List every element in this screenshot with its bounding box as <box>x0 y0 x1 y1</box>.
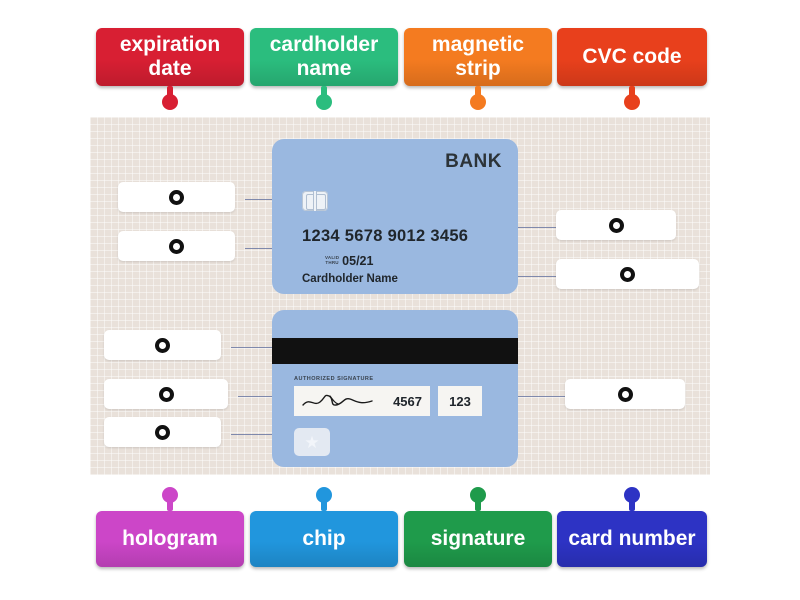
expiry-date-text: 05/21 <box>342 254 374 268</box>
tile-pin <box>470 487 486 511</box>
blank-cardnumber[interactable] <box>556 210 676 240</box>
tile-label: cardholder name <box>269 33 379 80</box>
tile-pin <box>316 86 332 110</box>
tile-label: magnetic strip <box>431 33 525 80</box>
tile-label: expiration date <box>119 33 221 80</box>
tile-pin <box>162 86 178 110</box>
bank-logo-text: BANK <box>445 151 502 172</box>
cvc-digits-text: 123 <box>449 393 471 409</box>
blank-expiration[interactable] <box>118 231 235 261</box>
valid-thru-block: VALID THRU 05/21 <box>325 254 373 268</box>
credit-card-front: BANK 1234 5678 9012 3456 VALID THRU 05/2… <box>272 139 518 294</box>
card-number-text: 1234 5678 9012 3456 <box>302 227 469 245</box>
tile-magnetic-strip[interactable]: magnetic strip <box>404 28 552 110</box>
hologram-icon: ★ <box>294 428 330 456</box>
tile-pin <box>470 86 486 110</box>
drop-target-ring-icon <box>155 337 170 353</box>
tile-hologram[interactable]: hologram <box>96 487 244 567</box>
blank-cvc[interactable] <box>565 379 685 409</box>
blank-chip[interactable] <box>118 182 235 212</box>
tile-expiration-date[interactable]: expiration date <box>96 28 244 110</box>
tile-chip[interactable]: chip <box>250 487 398 567</box>
tile-card-number[interactable]: card number <box>557 487 707 567</box>
signature-panel: 4567 <box>294 386 430 416</box>
blank-hologram[interactable] <box>104 417 221 447</box>
signature-scribble-icon <box>302 394 373 406</box>
tile-cardholder-name[interactable]: cardholder name <box>250 28 398 110</box>
tile-label: chip <box>302 527 346 551</box>
drop-target-ring-icon <box>155 424 170 440</box>
drop-target-ring-icon <box>608 217 624 233</box>
tile-label: card number <box>568 527 696 551</box>
valid-thru-line-2: THRU <box>325 260 339 265</box>
tile-pin <box>162 487 178 511</box>
tile-pin <box>316 487 332 511</box>
drop-target-ring-icon <box>620 266 635 282</box>
authorized-signature-caption: AUTHORIZED SIGNATURE <box>294 376 374 382</box>
signature-panel-digits: 4567 <box>393 393 422 409</box>
tile-pin <box>624 487 640 511</box>
cvc-panel: 123 <box>438 386 482 416</box>
cardholder-name-text: Cardholder Name <box>302 273 398 285</box>
valid-thru-line-1: VALID <box>325 255 340 261</box>
tile-label: CVC code <box>582 45 682 69</box>
drop-target-ring-icon <box>158 386 174 402</box>
drop-target-ring-icon <box>169 238 184 254</box>
tile-cvc-code[interactable]: CVC code <box>557 28 707 110</box>
tile-label: hologram <box>122 527 218 551</box>
valid-thru-label: VALID THRU <box>325 256 339 265</box>
emv-chip-icon <box>302 191 328 211</box>
magnetic-strip <box>272 338 518 364</box>
tile-label: signature <box>430 527 526 551</box>
blank-signature[interactable] <box>104 379 228 409</box>
diagram-board: BANK 1234 5678 9012 3456 VALID THRU 05/2… <box>90 117 710 475</box>
drop-target-ring-icon <box>169 189 184 205</box>
drop-target-ring-icon <box>617 386 633 402</box>
blank-magstripe[interactable] <box>104 330 221 360</box>
hologram-star-glyph: ★ <box>304 432 320 452</box>
credit-card-back: AUTHORIZED SIGNATURE 4567 123 ★ <box>272 310 518 467</box>
blank-holdername[interactable] <box>556 259 699 289</box>
tile-signature[interactable]: signature <box>404 487 552 567</box>
tile-pin <box>624 86 640 110</box>
